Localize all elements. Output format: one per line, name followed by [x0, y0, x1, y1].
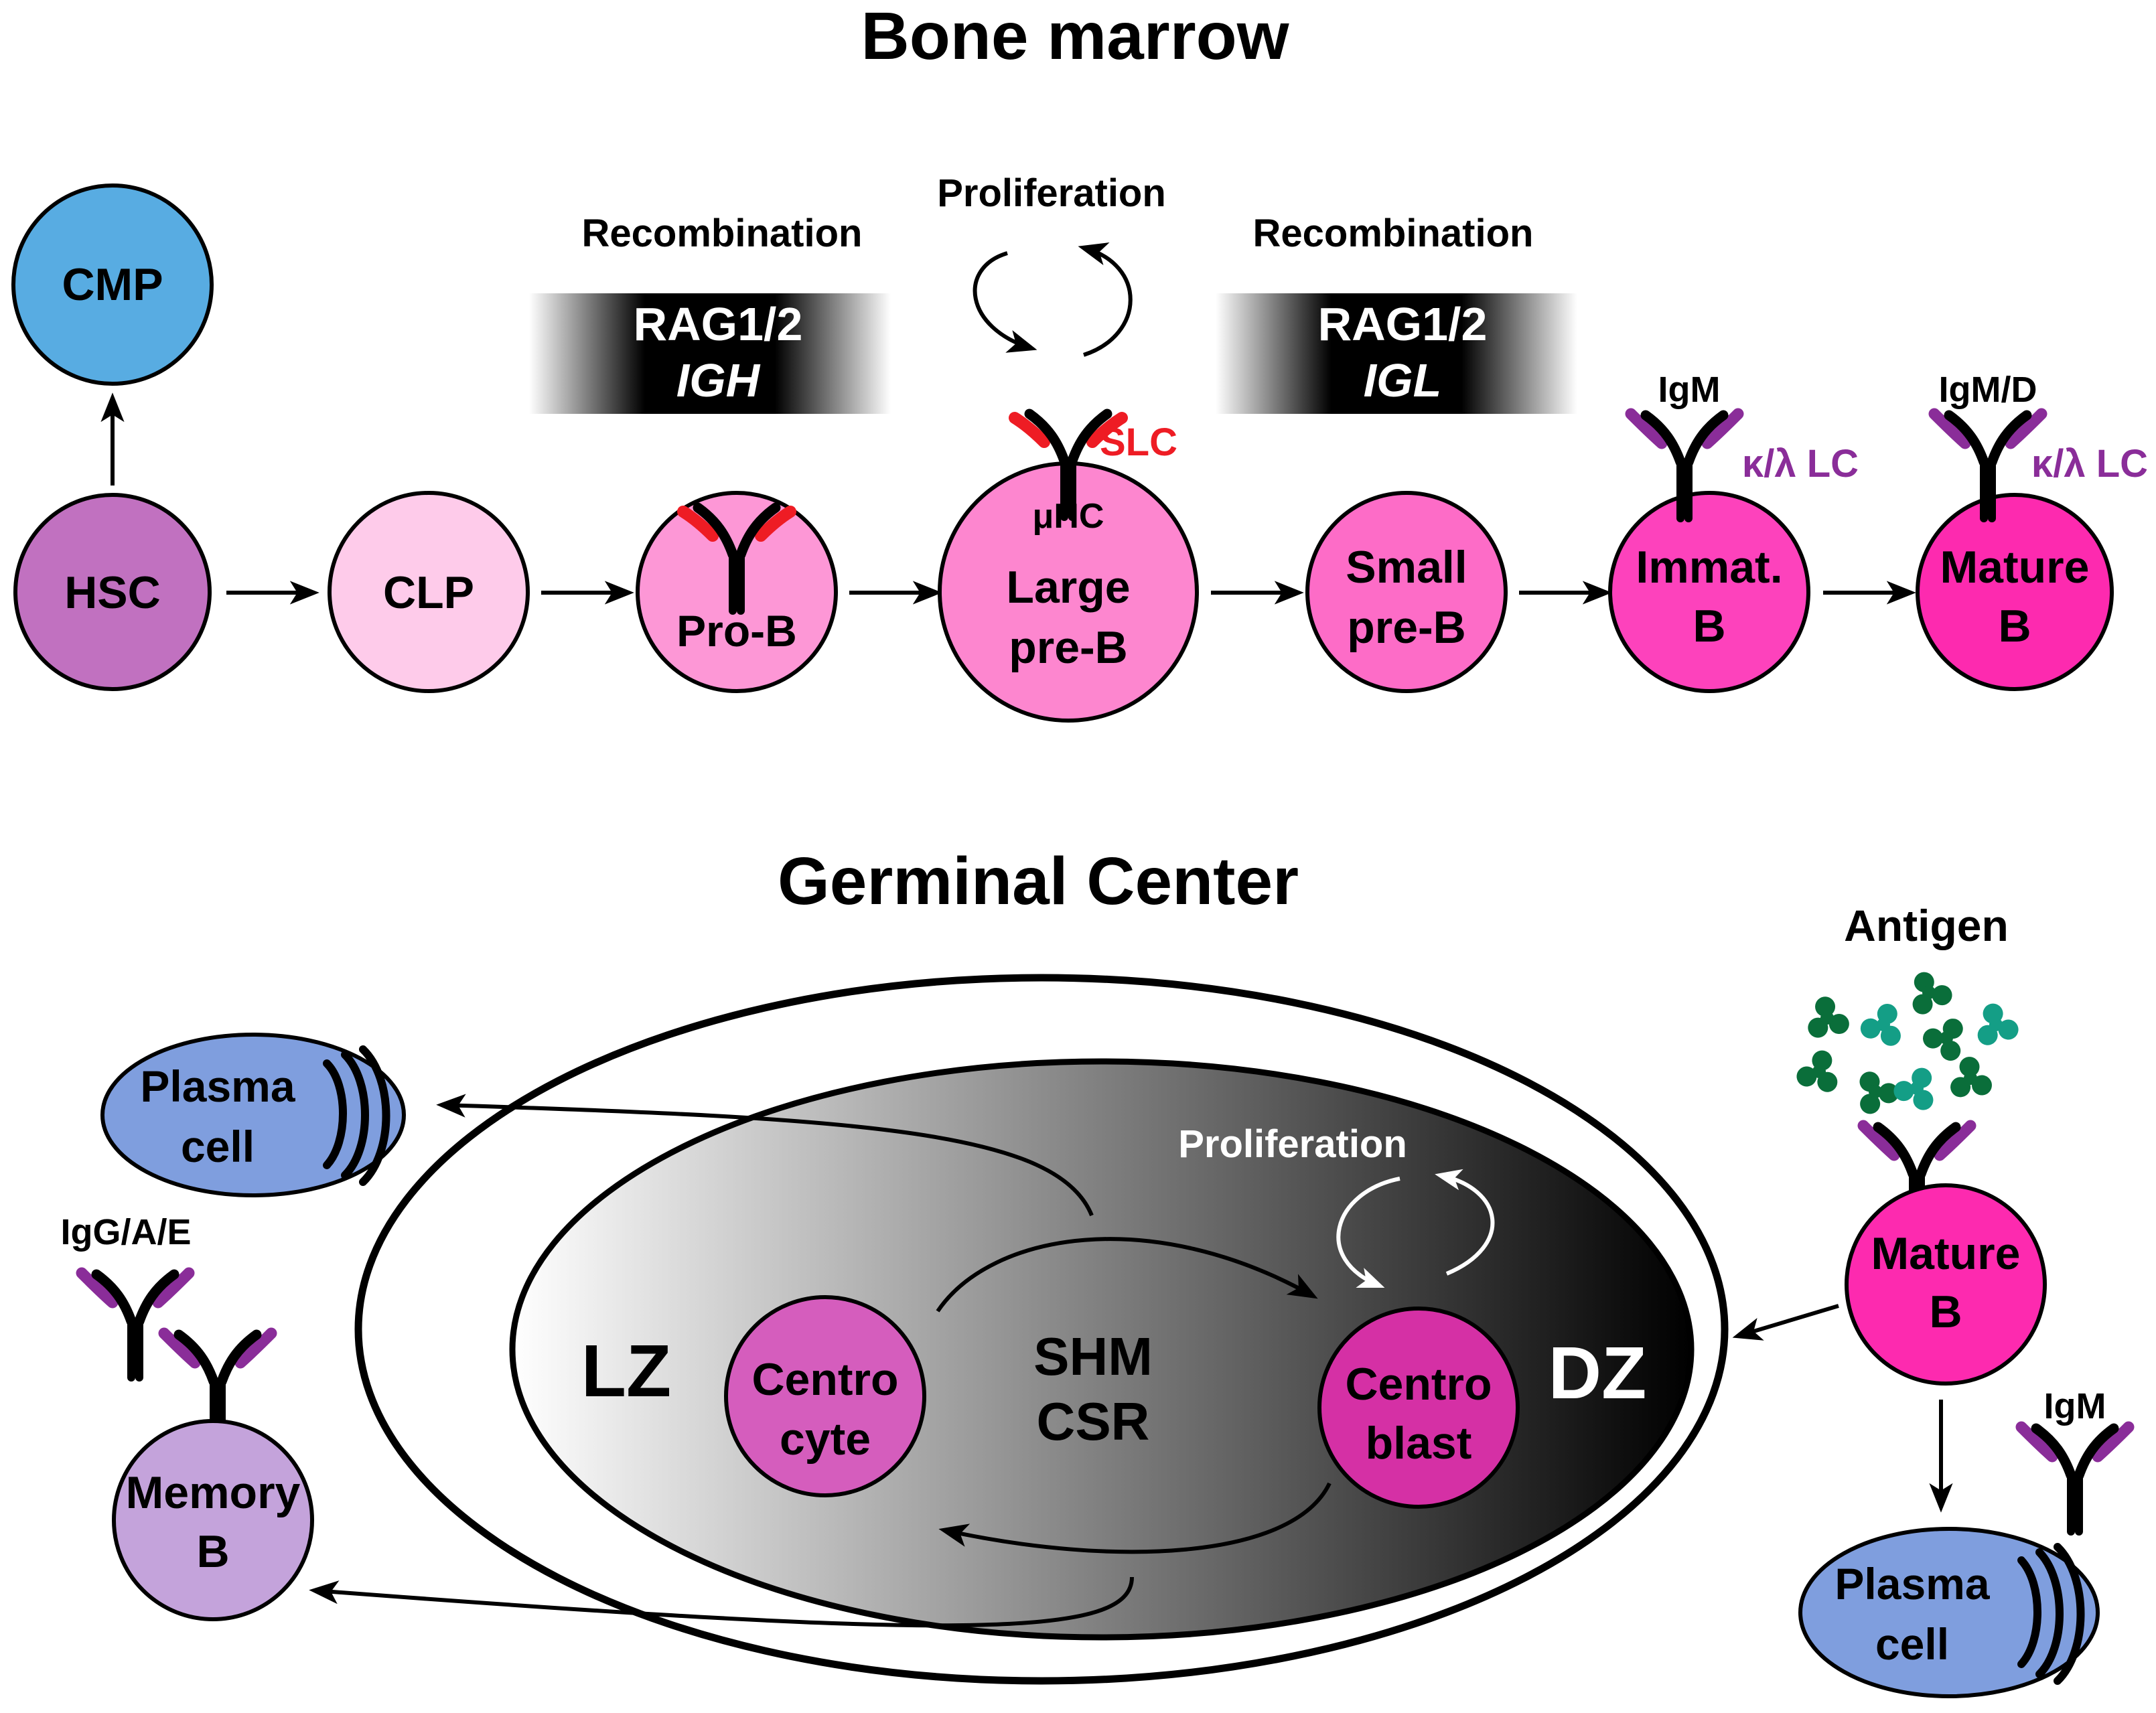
recombination-2-bar — [1216, 293, 1577, 414]
igm-label: IgM — [1658, 370, 1721, 410]
antigen-icon — [1794, 1045, 1845, 1095]
plasma-cell-right — [1798, 1527, 2100, 1698]
proliferation-cycle-icon — [973, 242, 1133, 357]
hsc-label: HSC — [64, 567, 161, 618]
mature-b-label-line1: Mature — [1940, 542, 2090, 593]
gc-mature-b-label-line2: B — [1929, 1286, 1962, 1337]
antigen-icon — [1948, 1055, 1993, 1098]
centrocyte-label-line1: Centro — [751, 1354, 898, 1405]
large-preb-label-line1: Large — [1006, 562, 1130, 613]
plasma-cell-left-label-line2: cell — [181, 1122, 255, 1171]
germinal-center-title: Germinal Center — [778, 844, 1299, 919]
arrow-gc-to-memory-b — [309, 1576, 1134, 1628]
mature-b-cell — [1916, 493, 2114, 691]
arrow-mature-b-to-gc — [1732, 1304, 1839, 1341]
shm-label: SHM — [1033, 1327, 1153, 1386]
slc-label: SLC — [1100, 421, 1177, 464]
igm-d-label: IgM/D — [1939, 370, 2037, 410]
small-preb-cell — [1305, 491, 1508, 693]
cmp-label: CMP — [62, 259, 163, 310]
antigen-icon — [1802, 993, 1851, 1039]
gc-mature-b-label-line1: Mature — [1871, 1228, 2021, 1279]
small-preb-label-line1: Small — [1346, 542, 1467, 593]
gc-proliferation-cycle-icon — [1336, 1169, 1495, 1288]
antigen-icon — [1970, 998, 2021, 1048]
recombination-2-gene: IGL — [1364, 354, 1442, 406]
mu-hc-label: μHC — [1033, 497, 1104, 536]
antigen-icon — [1857, 997, 1911, 1049]
gc-mature-b-cell — [1845, 1183, 2047, 1386]
antigen-label: Antigen — [1844, 901, 2009, 950]
antigen-icon — [1890, 1059, 1945, 1114]
memory-b-cell — [112, 1419, 314, 1621]
recombination-2-label: Recombination — [1253, 212, 1534, 255]
plasma-cell-left-er-icon — [323, 1045, 390, 1186]
immat-b-label-line1: Immat. — [1636, 542, 1782, 593]
small-preb-label-line2: pre-B — [1347, 602, 1466, 653]
arrow-gc-to-plasma-cell — [436, 1094, 1094, 1217]
arrow-centroblast-to-centrocyte — [938, 1482, 1332, 1554]
prob-label: Pro-B — [676, 606, 797, 656]
clp-cell — [328, 491, 530, 693]
centroblast-label-line2: blast — [1366, 1418, 1472, 1469]
large-preb-label-line2: pre-B — [1009, 622, 1128, 673]
light-chain-label-1: κ/λ LC — [1742, 442, 1859, 486]
plasma-cell-left — [100, 1033, 406, 1197]
centroblast-cell — [1317, 1307, 1520, 1509]
memory-b-label-line2: B — [196, 1526, 229, 1577]
lz-label: LZ — [581, 1330, 671, 1412]
igg-a-e-label: IgG/A/E — [60, 1212, 191, 1252]
antigen-icon — [1901, 964, 1956, 1018]
recombination-1-bar — [529, 293, 891, 414]
recombination-1-label: Recombination — [582, 212, 863, 255]
cmp-cell — [11, 183, 214, 386]
recombination-1-enzyme: RAG1/2 — [634, 298, 803, 350]
recombination-1-gene: IGH — [676, 354, 761, 406]
centrocyte-cell — [724, 1295, 926, 1497]
csr-label: CSR — [1037, 1392, 1150, 1451]
igg-antibody-icon-1 — [82, 1273, 189, 1377]
plasma-cell-right-er-icon — [2017, 1543, 2085, 1685]
clp-label: CLP — [383, 567, 474, 618]
immat-b-cell — [1608, 491, 1810, 693]
light-chain-label-2: κ/λ LC — [2031, 442, 2148, 486]
centroblast-label-line1: Centro — [1345, 1359, 1492, 1410]
antigen-icon — [1919, 1009, 1976, 1065]
bone-marrow-title: Bone marrow — [861, 0, 1289, 74]
recombination-2-enzyme: RAG1/2 — [1318, 298, 1488, 350]
plasma-cell-left-label-line1: Plasma — [140, 1061, 295, 1111]
mature-b-label-line2: B — [1998, 601, 2031, 652]
gc-proliferation-label: Proliferation — [1178, 1122, 1407, 1166]
proliferation-label: Proliferation — [937, 171, 1166, 215]
gc-igm-label: IgM — [2044, 1386, 2106, 1426]
antigen-icons — [1794, 964, 2021, 1118]
plasma-cell-right-label-line2: cell — [1875, 1619, 1949, 1669]
dz-label: DZ — [1549, 1332, 1647, 1414]
immat-b-label-line2: B — [1693, 601, 1725, 652]
hsc-cell — [13, 493, 212, 691]
arrow-centrocyte-to-centroblast — [936, 1237, 1318, 1313]
plasma-cell-right-label-line1: Plasma — [1835, 1559, 1990, 1609]
secreted-igm-icon — [2021, 1427, 2129, 1532]
centrocyte-label-line2: cyte — [780, 1414, 871, 1465]
memory-b-label-line1: Memory — [126, 1467, 301, 1518]
